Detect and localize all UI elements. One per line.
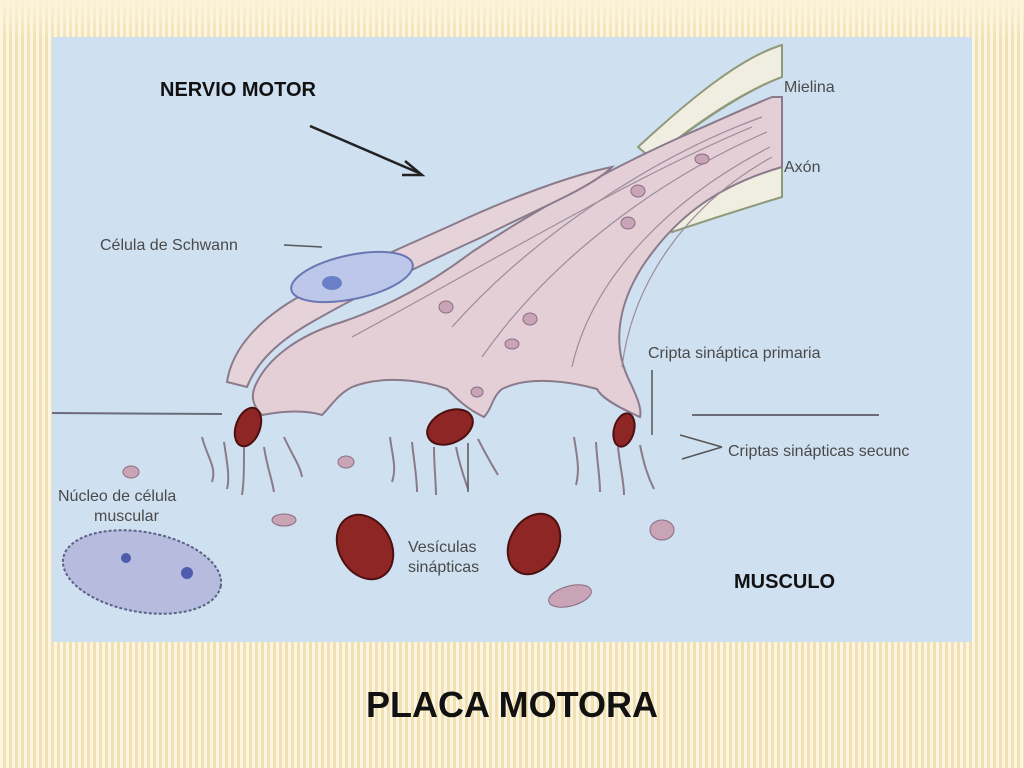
muscle-nucleus-label-line1: Núcleo de célula: [58, 488, 177, 505]
primary-synaptic-cleft-label: Cripta sináptica primaria: [648, 345, 821, 362]
muscle-granules: [122, 455, 675, 608]
axon-terminal: [251, 96, 783, 419]
schwann-cell-nucleus: [290, 250, 414, 304]
muscle-mitochondria: [335, 512, 562, 581]
secondary-synaptic-clefts-label: Criptas sinápticas secunc: [728, 443, 910, 460]
muscle-label: MUSCULO: [734, 571, 836, 593]
muscle-nucleus-label-line2: muscular: [94, 508, 159, 525]
axon-label: Axón: [784, 159, 821, 176]
slide-top-band: [0, 0, 1024, 40]
terminal-mitochondria: [233, 406, 636, 448]
synaptic-vesicles-label-line1: Vesículas: [408, 539, 477, 556]
junctional-folds: [201, 436, 655, 496]
axon-vesicles: [438, 153, 710, 398]
muscle-cell-nucleus: [61, 529, 223, 615]
nerve-arrow: [309, 124, 426, 177]
schwann-cell-label: Célula de Schwann: [100, 237, 238, 254]
synaptic-vesicles-label-line2: sinápticas: [408, 559, 480, 576]
muscle-membrane-line: [52, 412, 879, 416]
diagram-illustration: [52, 43, 879, 615]
slide-title: PLACA MOTORA: [366, 684, 658, 725]
nerve-motor-label: NERVIO MOTOR: [160, 79, 316, 101]
motor-end-plate-diagram: NERVIO MOTOR MUSCULO Mielina Axón Célula…: [52, 37, 972, 642]
label-pointers: [283, 244, 723, 492]
axon-fibers: [351, 116, 773, 368]
mielina-label: Mielina: [784, 79, 835, 96]
